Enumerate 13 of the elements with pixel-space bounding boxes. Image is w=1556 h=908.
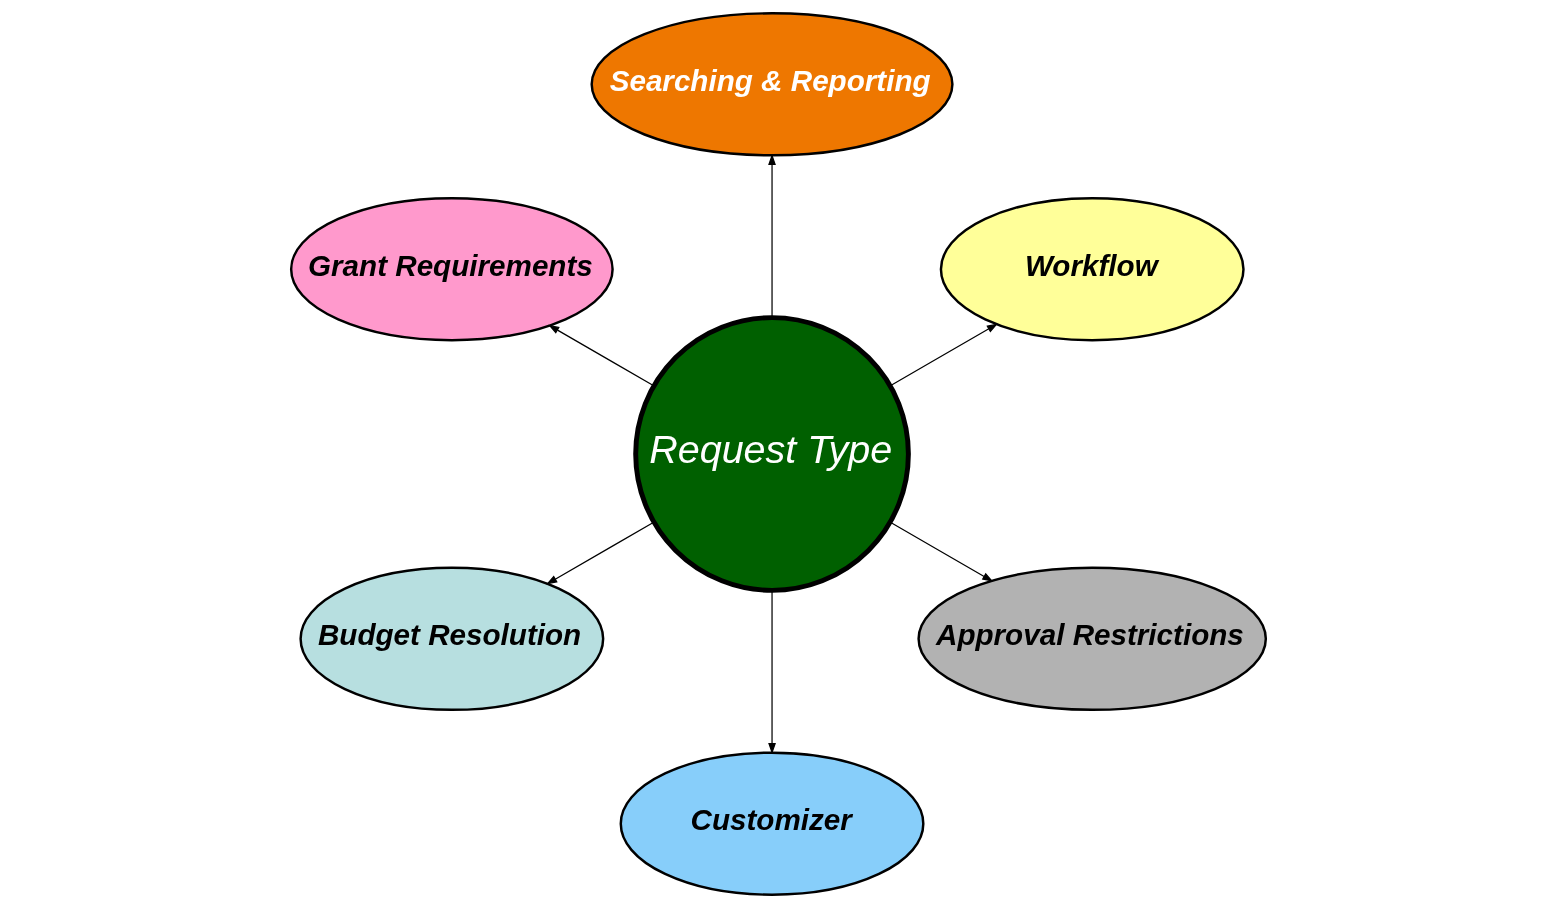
node-ellipse: Workflow xyxy=(939,196,1245,342)
node-ellipse: Customizer xyxy=(619,751,925,896)
arrow xyxy=(889,323,998,387)
arrow xyxy=(767,153,776,318)
node-ellipse: Searching & Reporting xyxy=(589,12,954,157)
node-ellipse: Budget Resolution xyxy=(298,566,604,712)
node-ellipse: Approval Restrictions xyxy=(916,566,1267,712)
arrow xyxy=(767,590,776,755)
node-ellipse: Grant Requirements xyxy=(289,196,614,342)
node-circle: Request Type xyxy=(632,315,911,593)
arrow xyxy=(547,324,654,387)
arrow xyxy=(545,521,654,585)
arrow xyxy=(889,521,993,582)
